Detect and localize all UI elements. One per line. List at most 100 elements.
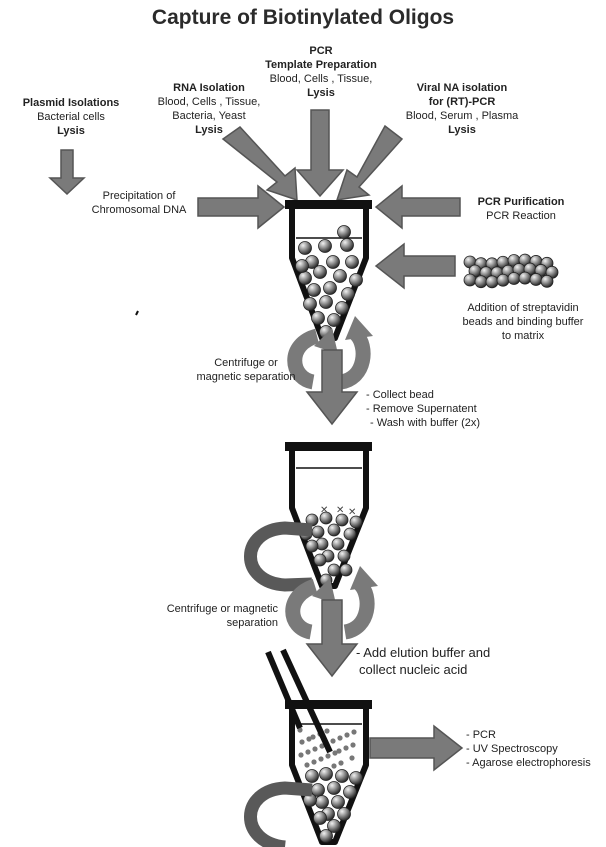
- nucleic-acid-dot: [298, 752, 303, 757]
- arrow-pcr-template-down: [297, 110, 343, 196]
- viral-heading-1: Viral NA isolation: [392, 81, 532, 95]
- elution-label: - Add elution buffer and collect nucleic…: [356, 644, 490, 678]
- separation-1-line-2: magnetic separation: [186, 370, 306, 384]
- bead: [338, 808, 351, 821]
- bead: [497, 274, 509, 286]
- bead: [486, 276, 498, 288]
- pcr-template-action: Lysis: [250, 86, 392, 100]
- nucleic-acid-dot: [299, 739, 304, 744]
- bead: [464, 274, 476, 286]
- svg-text:✕: ✕: [348, 507, 356, 518]
- bead: [336, 302, 349, 315]
- bead: [332, 796, 345, 809]
- arrow-precipitation-right: [198, 186, 284, 228]
- bead: [312, 526, 324, 538]
- rna-detail-2: Bacteria, Yeast: [146, 109, 272, 123]
- bead: [342, 288, 355, 301]
- bead: [314, 812, 327, 825]
- bead: [340, 564, 352, 576]
- nucleic-acid-dot: [338, 760, 343, 765]
- arrow-plasmid-down: [50, 150, 84, 194]
- bead: [296, 260, 309, 273]
- pcr-template-detail: Blood, Cells , Tissue,: [250, 72, 392, 86]
- wash-step: - Collect bead: [366, 388, 480, 402]
- bead: [541, 275, 553, 287]
- beads-line-1: Addition of streptavidin: [444, 301, 602, 315]
- tube-1-beads: [296, 226, 363, 339]
- bead: [350, 274, 363, 287]
- arrow-viral-diagonal: [337, 126, 402, 200]
- plasmid-action: Lysis: [0, 124, 142, 138]
- plasmid-detail: Bacterial cells: [0, 110, 142, 124]
- bead: [320, 830, 333, 843]
- wash-step: - Wash with buffer (2x): [366, 416, 480, 430]
- nucleic-acid-dot: [325, 753, 330, 758]
- arrow-pcr-purification-left: [376, 186, 460, 228]
- viral-heading-2: for (RT)-PCR: [392, 95, 532, 109]
- nucleic-acid-dot: [306, 736, 311, 741]
- bead: [306, 770, 319, 783]
- nucleic-acid-dot: [312, 746, 317, 751]
- separation-2-line-2: separation: [146, 616, 278, 630]
- bead: [314, 554, 326, 566]
- elution-line-2: collect nucleic acid: [356, 661, 490, 678]
- bead: [530, 273, 542, 285]
- bead: [327, 256, 340, 269]
- bead: [299, 272, 312, 285]
- separation-1-line-1: Centrifuge or: [186, 356, 306, 370]
- arrow-downstream-right: [370, 726, 462, 770]
- nucleic-acid-dot: [330, 738, 335, 743]
- bead: [475, 276, 487, 288]
- downstream-list: - PCR - UV Spectroscopy - Agarose electr…: [466, 728, 591, 770]
- nucleic-acid-dot: [343, 745, 348, 750]
- wash-steps: - Collect bead - Remove Supernatent - Wa…: [366, 388, 480, 430]
- bead: [338, 226, 351, 239]
- pcr-purification-detail: PCR Reaction: [456, 209, 586, 223]
- bead: [304, 298, 317, 311]
- nucleic-acid-dot: [311, 759, 316, 764]
- viral-detail: Blood, Serum , Plasma: [392, 109, 532, 123]
- beads-label: Addition of streptavidin beads and bindi…: [444, 301, 602, 343]
- beads-line-3: to matrix: [444, 329, 602, 343]
- plasmid-label: Plasmid Isolations Bacterial cells Lysis: [0, 96, 142, 138]
- nucleic-acid-dot: [324, 728, 329, 733]
- plasmid-heading: Plasmid Isolations: [0, 96, 142, 110]
- bead: [308, 284, 321, 297]
- bead: [341, 239, 354, 252]
- bead: [346, 256, 359, 269]
- bead: [328, 314, 341, 327]
- pcr-purification-heading: PCR Purification: [456, 195, 586, 209]
- separation-2-label: Centrifuge or magnetic separation: [146, 602, 278, 630]
- bead: [316, 796, 329, 809]
- bead: [344, 528, 356, 540]
- viral-label: Viral NA isolation for (RT)-PCR Blood, S…: [392, 81, 532, 137]
- nucleic-acid-dot: [351, 729, 356, 734]
- nucleic-acid-dot: [350, 742, 355, 747]
- bead: [338, 550, 350, 562]
- nucleic-acid-dot: [337, 735, 342, 740]
- precipitation-line-1: Precipitation of: [80, 189, 198, 203]
- bead: [350, 772, 363, 785]
- bead: [319, 240, 332, 253]
- viral-action: Lysis: [392, 123, 532, 137]
- bead: [312, 312, 325, 325]
- bead: [328, 564, 340, 576]
- page-title: Capture of Biotinylated Oligos: [0, 6, 606, 30]
- wash-step: - Remove Supernatent: [366, 402, 480, 416]
- stray-mark: [136, 311, 138, 315]
- bead: [324, 282, 337, 295]
- precipitation-line-2: Chromosomal DNA: [80, 203, 198, 217]
- nucleic-acid-dot: [332, 750, 337, 755]
- bead: [344, 786, 357, 799]
- bead: [320, 296, 333, 309]
- nucleic-acid-dot: [349, 755, 354, 760]
- elution-line-1: - Add elution buffer and: [356, 644, 490, 661]
- downstream-item: - Agarose electrophoresis: [466, 756, 591, 770]
- bead: [336, 770, 349, 783]
- nucleic-acid-dot: [331, 763, 336, 768]
- downstream-item: - PCR: [466, 728, 591, 742]
- svg-text:✕: ✕: [320, 505, 328, 516]
- pcr-template-heading-2: Template Preparation: [250, 58, 392, 72]
- separation-1-label: Centrifuge or magnetic separation: [186, 356, 306, 384]
